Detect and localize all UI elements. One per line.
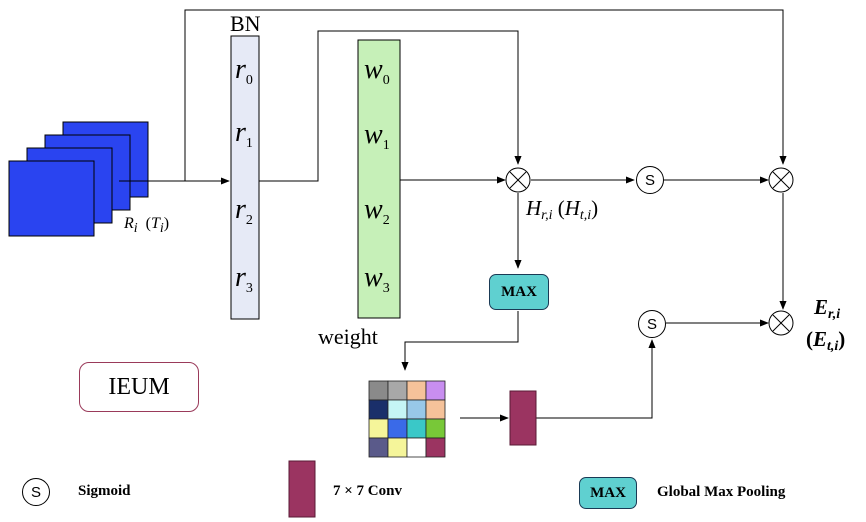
grid-cell: [368, 437, 389, 458]
bn-bar: [230, 35, 260, 320]
input-label: Ri (Ti): [124, 215, 170, 236]
legend-pool-text: Global Max Pooling: [657, 484, 786, 500]
max-to-grid-line: [401, 311, 519, 371]
grid-cell: [387, 399, 408, 420]
max-pool-block: MAX: [489, 274, 549, 310]
bn-entry-3: r3: [235, 262, 253, 296]
grid-cell: [425, 418, 446, 439]
grid-cell: [406, 418, 427, 439]
conv-block: [509, 390, 537, 446]
grid-cell: [368, 399, 389, 420]
grid-cell: [368, 418, 389, 439]
legend-conv-swatch: [288, 460, 316, 518]
e-alt-label: (Et,i): [806, 327, 846, 354]
legend-max-icon: MAX: [579, 477, 637, 509]
multiply-node-1: [505, 167, 531, 193]
pooled-feature-grid: [368, 380, 446, 458]
feature-map-stack: [8, 121, 149, 237]
bn-skip-line: [259, 30, 522, 182]
legend-conv-text: 7 × 7 Conv: [333, 483, 402, 499]
grid-cell: [406, 399, 427, 420]
grid-cell: [387, 437, 408, 458]
legend-max-label: MAX: [590, 484, 626, 501]
sigmoid-symbol: S: [30, 483, 41, 501]
legend-sigmoid-icon: S: [22, 478, 50, 506]
grid-cell: [406, 437, 427, 458]
multiply-node-3: [768, 310, 794, 336]
grid-cell: [425, 380, 446, 401]
conv-to-sigmoid-line: [536, 339, 656, 419]
grid-cell: [387, 418, 408, 439]
max-label: MAX: [501, 283, 537, 300]
grid-cell: [406, 380, 427, 401]
bn-entry-2: r2: [235, 194, 253, 228]
connections: [119, 9, 787, 422]
weight-label: weight: [318, 324, 378, 349]
weight-entry-2: w2: [364, 194, 390, 228]
sigmoid-node-2: S: [638, 310, 666, 338]
top-skip-line: [184, 9, 787, 181]
multiply-node-2: [768, 167, 794, 193]
grid-cell: [368, 380, 389, 401]
ieum-label: IEUM: [108, 373, 170, 400]
bn-entry-1: r1: [235, 117, 253, 151]
sigmoid-symbol: S: [646, 315, 657, 333]
e-label: Er,i: [814, 295, 841, 322]
grid-cell: [425, 437, 446, 458]
feature-map-1: [8, 160, 95, 237]
weight-entry-0: w0: [364, 54, 390, 88]
grid-cell: [387, 380, 408, 401]
weight-entry-1: w1: [364, 119, 390, 153]
grid-cell: [425, 399, 446, 420]
sigmoid-symbol: S: [644, 171, 655, 189]
h-label: Hr,i (Ht,i): [526, 196, 599, 223]
sigmoid-node-1: S: [636, 166, 664, 194]
bn-entry-0: r0: [235, 54, 253, 88]
legend-sigmoid-text: Sigmoid: [78, 483, 131, 499]
weight-entry-3: w3: [364, 262, 390, 296]
weight-bar: [357, 39, 401, 319]
ieum-label-box: IEUM: [79, 362, 199, 412]
bn-label: BN: [230, 11, 261, 36]
